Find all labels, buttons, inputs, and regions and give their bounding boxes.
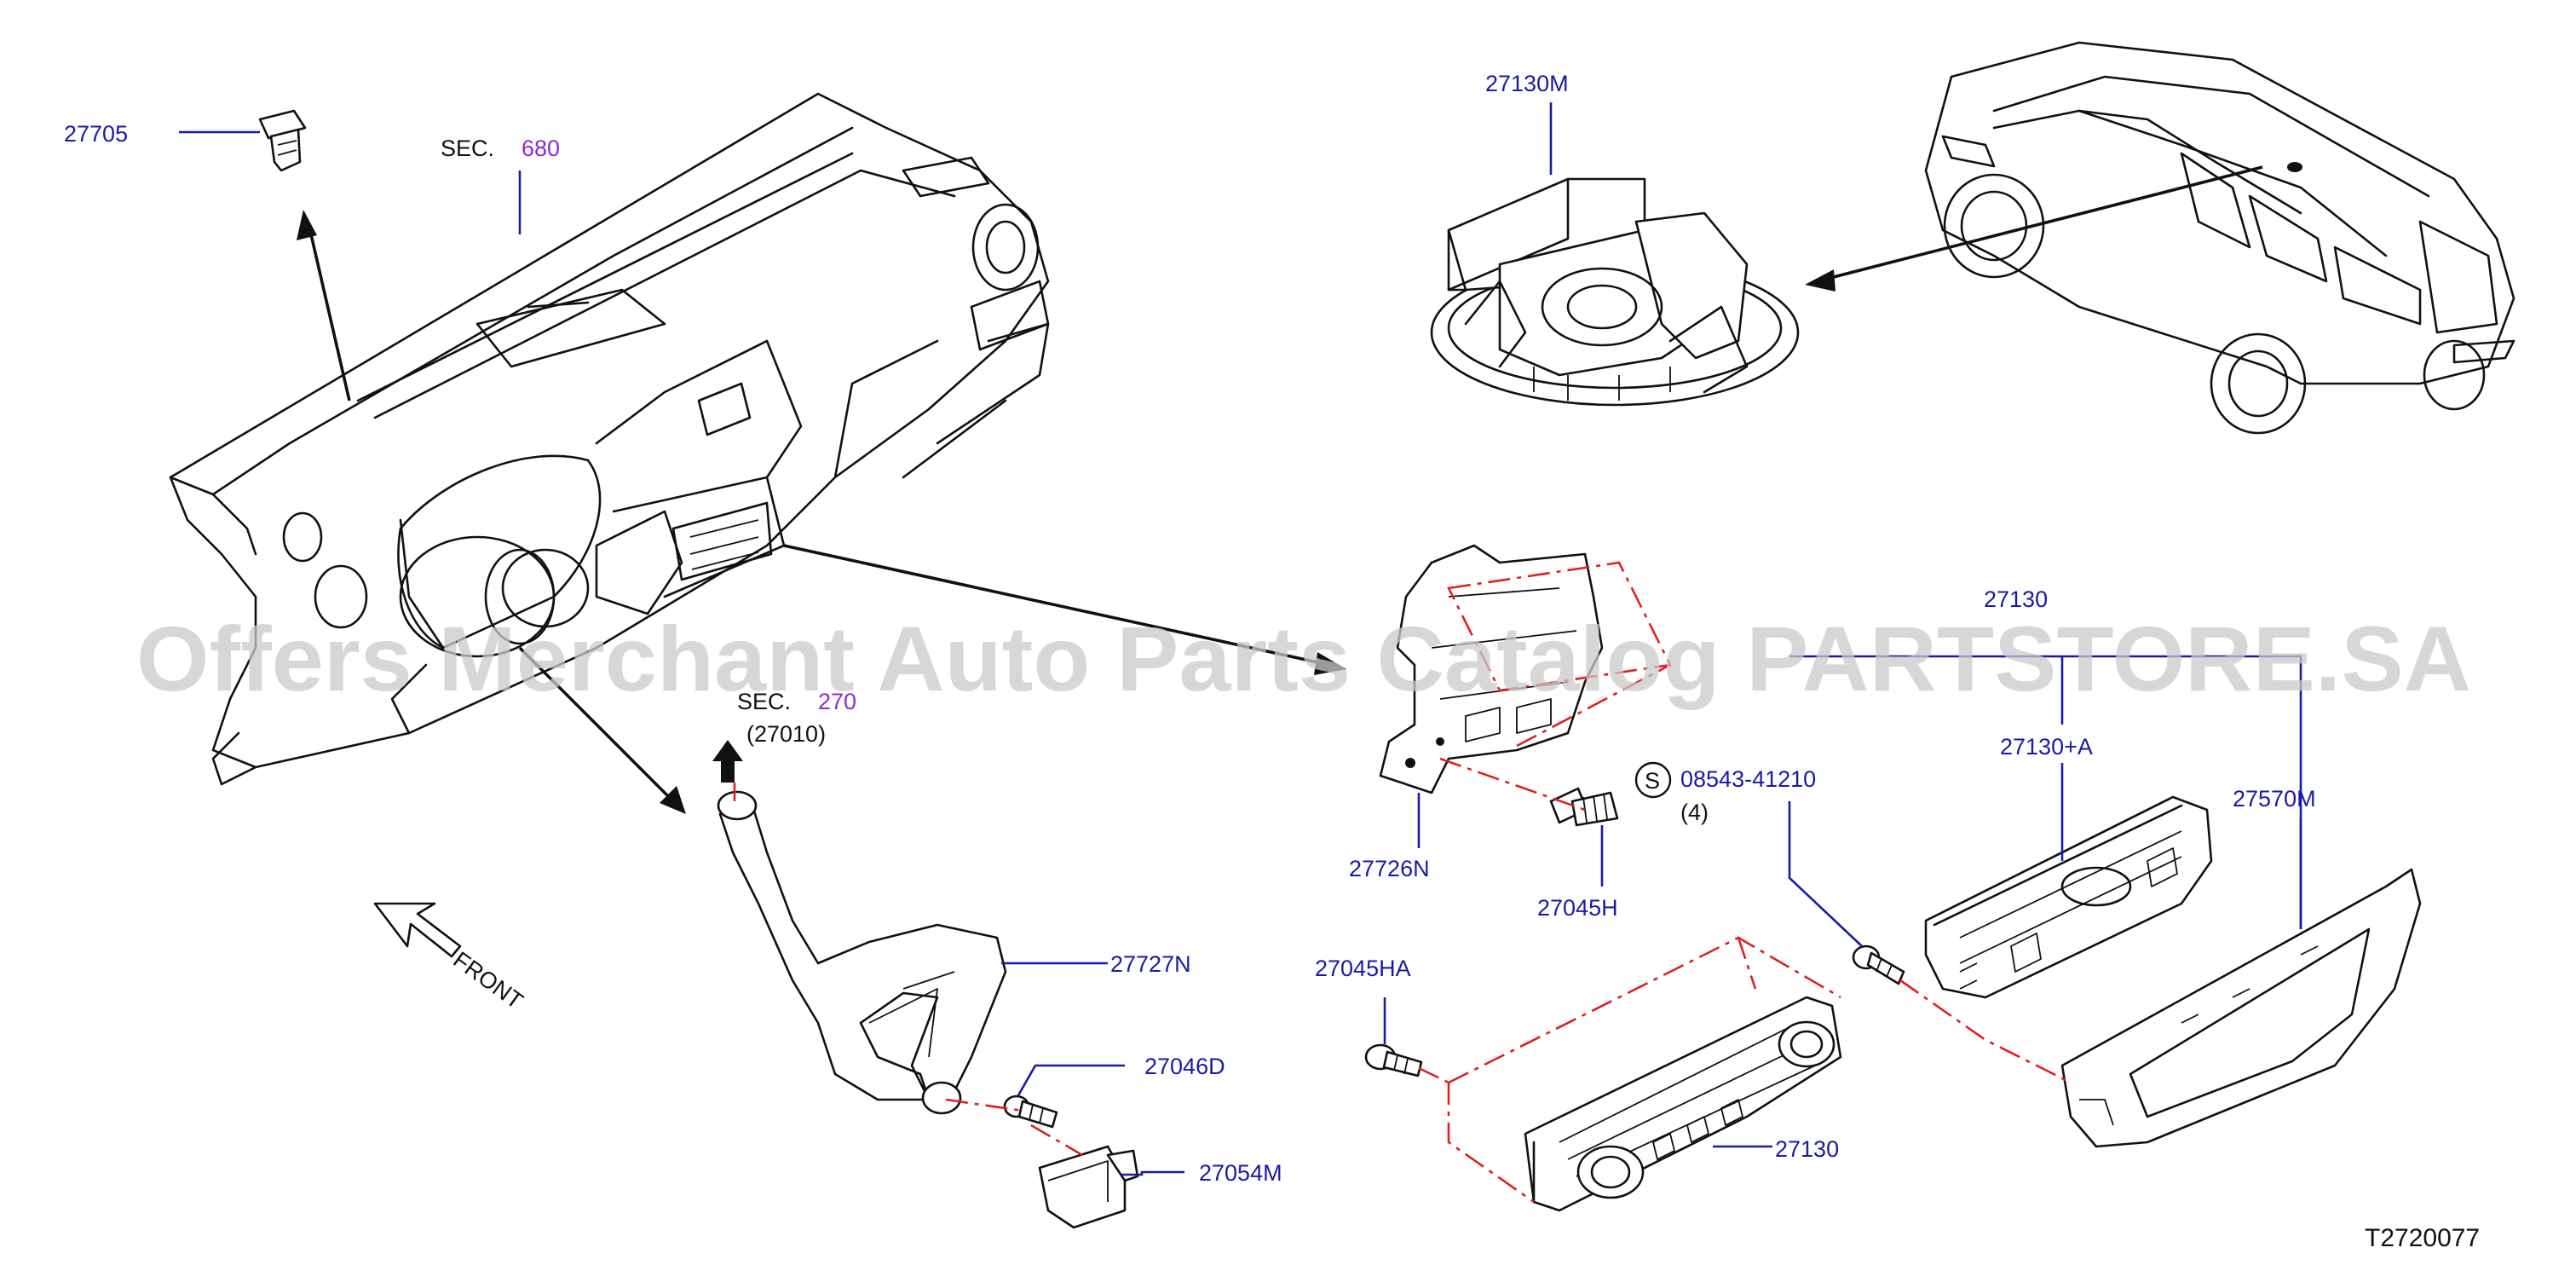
sec-270-subref: (27010) bbox=[746, 721, 826, 747]
screw-27045HA-illustration bbox=[1364, 1043, 1423, 1077]
watermark: Offers Merchant Auto Parts Catalog PARTS… bbox=[136, 607, 2471, 710]
bezel-27570M-illustration bbox=[2060, 868, 2422, 1148]
bracket-27726N-illustration bbox=[1379, 544, 1604, 794]
label-27727N: 27727N bbox=[1110, 951, 1191, 977]
clip-27705-illustration bbox=[258, 109, 307, 172]
alignment-lines bbox=[733, 561, 2072, 1204]
instrument-panel-illustration bbox=[169, 92, 1050, 786]
label-27045H: 27045H bbox=[1537, 895, 1618, 921]
label-08543-41210: 08543-41210 bbox=[1680, 766, 1816, 792]
screw-08543-illustration bbox=[1852, 944, 1905, 985]
screw-27046D-illustration bbox=[1003, 1095, 1058, 1129]
label-27130-unit: 27130 bbox=[1775, 1136, 1839, 1162]
label-27130A: 27130+A bbox=[2000, 734, 2093, 760]
label-27130M: 27130M bbox=[1485, 71, 1569, 96]
label-27726N: 27726N bbox=[1349, 856, 1430, 881]
label-27705: 27705 bbox=[64, 121, 128, 147]
callout-arrows bbox=[297, 165, 2263, 814]
label-27054M: 27054M bbox=[1199, 1160, 1282, 1186]
leader-lines bbox=[179, 102, 2302, 1176]
front-direction-indicator: FRONT bbox=[373, 902, 527, 1014]
sec-270-prefix: SEC. bbox=[737, 689, 791, 714]
label-27045HA: 27045HA bbox=[1315, 956, 1411, 981]
label-08543-quantity: (4) bbox=[1680, 800, 1709, 825]
front-arrow-icon bbox=[373, 902, 462, 958]
sec-270-number: 270 bbox=[818, 689, 856, 714]
diagram-code: T2720077 bbox=[2365, 1224, 2480, 1252]
sensor-27054M-illustration bbox=[1038, 1145, 1139, 1229]
s-mark-icon: S bbox=[1634, 761, 1672, 799]
vehicle-illustration bbox=[1924, 41, 2515, 435]
front-label: FRONT bbox=[448, 947, 527, 1014]
control-unit-27130A-illustration bbox=[1924, 795, 2213, 999]
label-27130-group: 27130 bbox=[1984, 586, 2048, 612]
s-mark-label: S bbox=[1645, 768, 1660, 794]
label-27046D: 27046D bbox=[1144, 1054, 1225, 1079]
screw-27045H-illustration bbox=[1549, 787, 1619, 827]
sec-680-number: 680 bbox=[522, 136, 560, 161]
label-27570M: 27570M bbox=[2233, 786, 2316, 812]
sec-680-prefix: SEC. bbox=[441, 136, 494, 161]
component-27130M-illustration bbox=[1430, 177, 1800, 407]
control-unit-27130-illustration bbox=[1524, 996, 1842, 1212]
hose-27727N-illustration bbox=[717, 790, 1007, 1115]
